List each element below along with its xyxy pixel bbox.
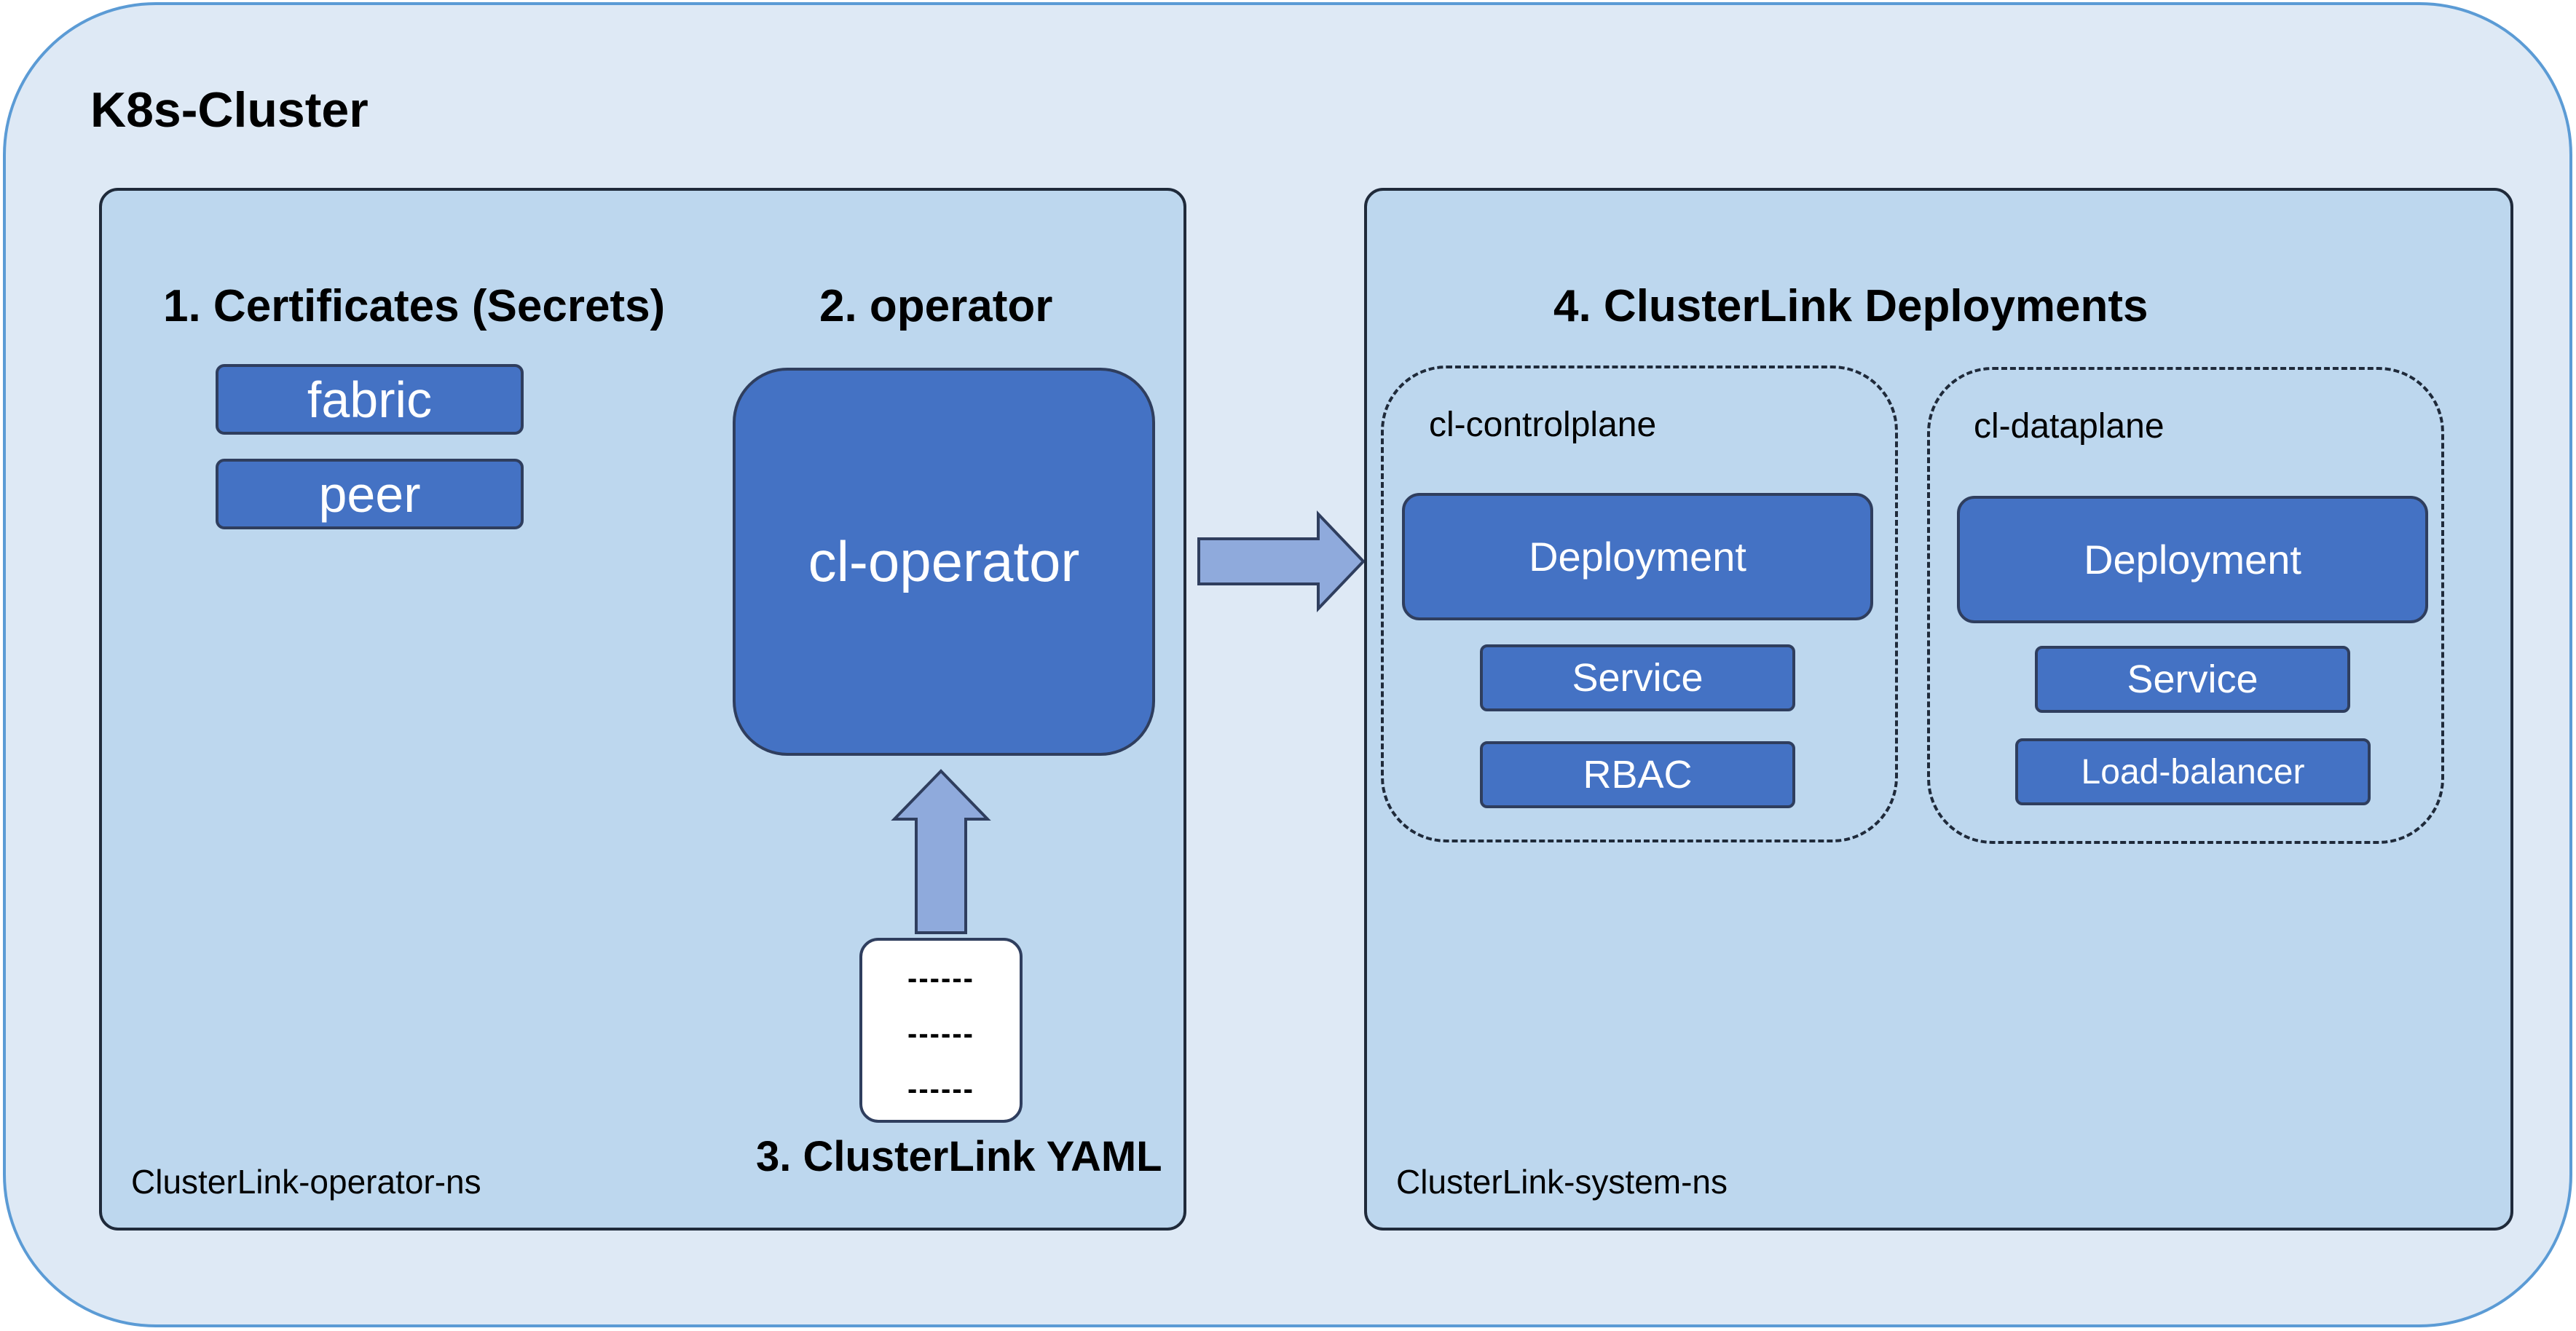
dataplane-loadbalancer-box: Load-balancer [2015, 738, 2371, 805]
controlplane-deployment-box: Deployment [1402, 493, 1873, 620]
controlplane-service-box: Service [1480, 644, 1795, 711]
controlplane-group [1381, 366, 1898, 842]
yaml-line: ------ [907, 1018, 974, 1050]
certificates-title: 1. Certificates (Secrets) [163, 281, 666, 331]
deployments-title: 4. ClusterLink Deployments [1553, 281, 2148, 331]
peer-secret-box: peer [216, 459, 524, 529]
yaml-document-icon: ------ ------ ------ [859, 938, 1023, 1123]
yaml-title: 3. ClusterLink YAML [756, 1133, 1162, 1180]
controlplane-rbac-box: RBAC [1480, 741, 1795, 808]
operator-to-deployments-arrow [1197, 510, 1366, 612]
cluster-title: K8s-Cluster [90, 82, 369, 138]
system-namespace-label: ClusterLink-system-ns [1396, 1163, 1728, 1201]
operator-title: 2. operator [819, 281, 1053, 331]
yaml-line: ------ [907, 1073, 974, 1105]
yaml-line: ------ [907, 963, 974, 995]
controlplane-label: cl-controlplane [1429, 406, 1657, 444]
operator-namespace-label: ClusterLink-operator-ns [131, 1163, 481, 1201]
yaml-to-operator-arrow [891, 769, 991, 934]
fabric-secret-box: fabric [216, 364, 524, 435]
cl-operator-box: cl-operator [733, 368, 1155, 756]
dataplane-label: cl-dataplane [1974, 407, 2165, 446]
dataplane-deployment-box: Deployment [1957, 496, 2428, 623]
dataplane-group [1927, 367, 2444, 844]
dataplane-service-box: Service [2035, 646, 2350, 713]
